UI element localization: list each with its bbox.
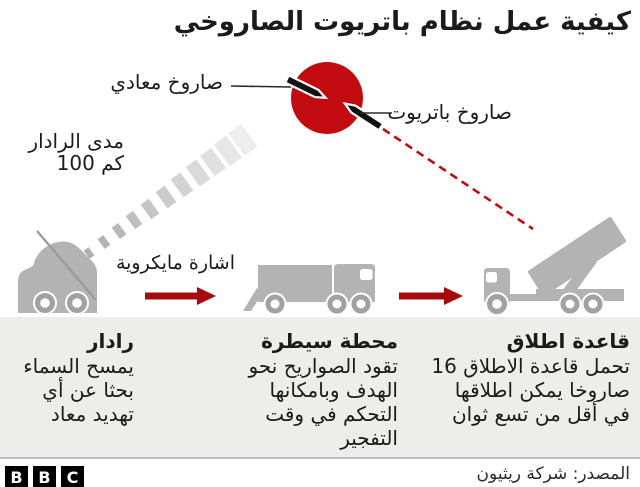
bbc-logo: B B C (5, 466, 84, 487)
radar-range-line2: 100 كم (56, 151, 124, 175)
column-control-line: الهدف وبامكانها (269, 378, 398, 402)
launcher-truck-icon (484, 217, 626, 316)
bbc-logo-letter: C (61, 466, 84, 487)
patriot-missile-icon (342, 101, 385, 132)
column-radar-line: بحثا عن أي (42, 378, 134, 402)
column-launch-line: في أقل من تسع ثوان (451, 402, 630, 426)
bbc-logo-letter: B (5, 466, 28, 487)
column-launch-base: قاعدة اطلاق تحمل قاعدة الاطلاق 16 صاروخا… (431, 329, 630, 426)
column-control-line: التحكم في وقت (265, 402, 398, 426)
enemy-missile-icon (283, 73, 329, 100)
control-station-truck-icon (243, 264, 375, 316)
column-control-heading: محطة سيطرة (261, 329, 398, 353)
column-radar-line: تهديد معاد (50, 402, 134, 426)
radar-range-line1: مدى الرادار (28, 129, 124, 153)
radar-range-label: مدى الرادار 100 كم (28, 130, 124, 174)
radar-beam-icon (69, 123, 258, 269)
source-credit: المصدر: شركة ريثيون (476, 464, 630, 484)
flow-arrow-control-to-launcher-icon (399, 287, 463, 305)
enemy-missile-label: صاروخ معادي (110, 70, 223, 94)
column-control-station: محطة سيطرة تقود الصواريح نحو الهدف وبامك… (249, 329, 398, 450)
column-launch-line: صاروخا يمكن اطلاقها (454, 378, 630, 402)
column-launch-line: تحمل قاعدة الاطلاق 16 (431, 354, 630, 378)
patriot-missile-label: صاروخ باتريوت (387, 100, 512, 124)
column-radar-heading: رادار (86, 329, 134, 353)
patriot-trail-dashed-line (382, 127, 534, 231)
radar-vehicle-icon (18, 230, 97, 315)
explainer-panel (0, 317, 640, 459)
column-control-line: التفجير (340, 426, 398, 450)
bbc-logo-letter: B (33, 466, 56, 487)
page-title: كيفية عمل نظام باتريوت الصاروخي (173, 7, 632, 37)
column-launch-heading: قاعدة اطلاق (506, 329, 630, 353)
microwave-signal-label: اشارة مايكروية (115, 252, 235, 274)
column-radar: رادار يمسح السماء بحثا عن أي تهديد معاد (23, 329, 134, 426)
enemy-callout-line (230, 85, 292, 88)
column-control-line: تقود الصواريح نحو (248, 354, 398, 378)
column-radar-line: يمسح السماء (23, 354, 134, 378)
flow-arrow-radar-to-control-icon (145, 287, 216, 305)
